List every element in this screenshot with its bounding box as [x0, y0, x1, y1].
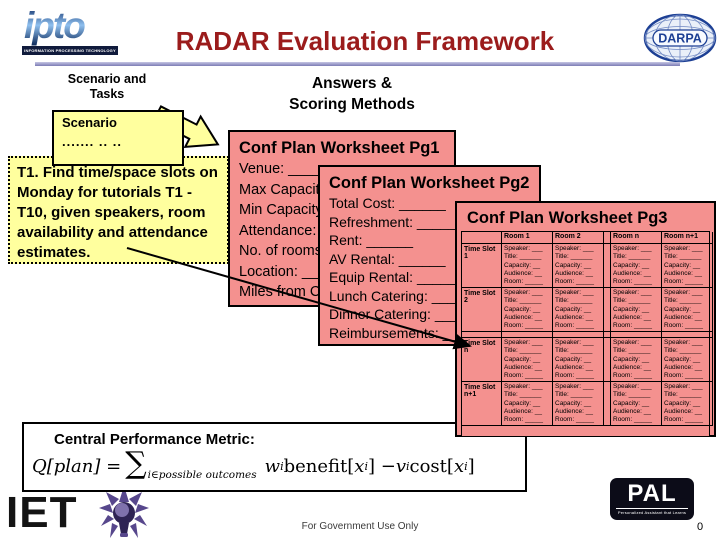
metric-heading: Central Performance Metric:	[54, 431, 255, 448]
formula-v-sub: i	[405, 459, 410, 473]
page-number: 0	[696, 521, 704, 533]
formula-sigma: ∑	[125, 446, 147, 481]
pg2-line: Total Cost: ______	[329, 195, 446, 211]
pal-logo: PAL Personalized Assistant that Learns	[610, 478, 694, 520]
table-cell: Speaker: ___ Title: ______ Capacity: __ …	[502, 288, 553, 332]
row-gap	[462, 332, 502, 338]
table-corner-cell	[462, 232, 502, 244]
formula-w-sub: i	[280, 459, 284, 473]
central-performance-metric-box: Central Performance Metric: Q[plan] = ∑ …	[22, 422, 527, 492]
formula-x1-sub: i	[364, 459, 368, 473]
column-header: Room n+1	[662, 232, 713, 244]
formula-cost: cost[	[409, 455, 454, 477]
table-cell: Speaker: ___ Title: ______ Capacity: __ …	[662, 382, 713, 426]
iet-emblem-icon	[98, 486, 150, 540]
scenario-box-title: Scenario	[62, 115, 117, 130]
row-label: Time Slot 1	[462, 244, 502, 288]
conf-plan-worksheet-pg3: Conf Plan Worksheet Pg3 Room 1 Room 2 Ro…	[455, 201, 716, 437]
page-title: RADAR Evaluation Framework	[175, 26, 555, 56]
pal-logo-text: PAL	[627, 480, 677, 507]
pal-logo-subtext: Personalized Assistant that Learns	[616, 508, 688, 515]
table-cell: Speaker: ___ Title: ______ Capacity: __ …	[662, 338, 713, 382]
row-gap	[611, 332, 662, 338]
column-gap	[604, 382, 611, 426]
column-gap	[604, 288, 611, 332]
scenario-box: Scenario ....... .. ..	[52, 110, 184, 166]
column-gap	[604, 244, 611, 288]
pg3-schedule-table: Room 1 Room 2 Room n Room n+1 Time Slot …	[461, 231, 713, 437]
row-label: Time Slot n	[462, 338, 502, 382]
pg2-line: Refreshment: _____	[329, 213, 456, 230]
table-cell: Speaker: ___ Title: ______ Capacity: __ …	[553, 244, 604, 288]
column-gap	[604, 338, 611, 382]
formula-w: w	[264, 455, 281, 477]
title-divider	[35, 62, 680, 66]
table-cell: Speaker: ___ Title: ______ Capacity: __ …	[662, 244, 713, 288]
table-cell: Speaker: ___ Title: ______ Capacity: __ …	[553, 288, 604, 332]
table-cell: Speaker: ___ Title: ______ Capacity: __ …	[611, 288, 662, 332]
answers-scoring-label: Answers & Scoring Methods	[289, 75, 415, 113]
metric-formula: Q[plan] = ∑ i∈possible outcomes w i bene…	[24, 448, 525, 483]
formula-close-bracket: ]	[467, 455, 475, 477]
pg3-title: Conf Plan Worksheet Pg3	[467, 209, 668, 227]
formula-x2-sub: i	[464, 459, 468, 473]
table-cell: Speaker: ___ Title: ______ Capacity: __ …	[611, 382, 662, 426]
table-cell: Speaker: ___ Title: ______ Capacity: __ …	[611, 244, 662, 288]
darpa-logo: DARPA	[642, 12, 718, 69]
table-cell: Speaker: ___ Title: ______ Capacity: __ …	[502, 338, 553, 382]
table-cell: Speaker: ___ Title: ______ Capacity: __ …	[662, 288, 713, 332]
table-cell: Speaker: ___ Title: ______ Capacity: __ …	[553, 338, 604, 382]
darpa-logo-text: DARPA	[658, 32, 702, 46]
row-label: Time Slot 2	[462, 288, 502, 332]
table-cell: Speaker: ___ Title: ______ Capacity: __ …	[502, 244, 553, 288]
pg2-line: Rent: ______	[329, 232, 414, 248]
pg1-title: Conf Plan Worksheet Pg1	[239, 139, 440, 157]
column-header: Room 2	[553, 232, 604, 244]
footer-classification-text: For Government Use Only	[301, 521, 419, 532]
column-header: Room 1	[502, 232, 553, 244]
formula-benefit: benefit[	[283, 455, 355, 477]
row-label: Time Slot n+1	[462, 382, 502, 426]
column-header: Room n	[611, 232, 662, 244]
scenario-box-dots: ....... .. ..	[62, 134, 122, 149]
formula-minus: ] −	[367, 455, 396, 477]
row-gap	[604, 332, 611, 338]
pg2-title: Conf Plan Worksheet Pg2	[329, 174, 530, 192]
table-cell: Speaker: ___ Title: ______ Capacity: __ …	[553, 382, 604, 426]
ipto-logo-text: ipto	[10, 6, 122, 46]
formula-v: v	[395, 455, 406, 477]
formula-sigma-subscript: i∈possible outcomes	[147, 469, 257, 481]
darpa-globe-icon: DARPA	[643, 13, 717, 63]
scenario-tasks-label: Scenario and Tasks	[67, 72, 147, 101]
pg1-line: Venue: ______	[239, 161, 337, 177]
row-gap	[553, 332, 604, 338]
table-cell: Speaker: ___ Title: ______ Capacity: __ …	[611, 338, 662, 382]
ipto-logo: ipto INFORMATION PROCESSING TECHNOLOGY O…	[10, 6, 122, 66]
iet-logo-text: IET	[6, 488, 78, 537]
task-t1-box: T1. Find time/space slots on Monday for …	[8, 156, 229, 264]
row-gap	[662, 332, 713, 338]
formula-x1: x	[354, 455, 365, 477]
table-bottom-strip	[462, 426, 713, 436]
table-cell: Speaker: ___ Title: ______ Capacity: __ …	[502, 382, 553, 426]
ipto-logo-subtext: INFORMATION PROCESSING TECHNOLOGY OFFICE	[22, 46, 118, 62]
formula-x2: x	[453, 455, 465, 477]
row-gap	[502, 332, 553, 338]
formula-lhs: Q[plan] =	[32, 455, 122, 477]
column-gap	[604, 232, 611, 244]
